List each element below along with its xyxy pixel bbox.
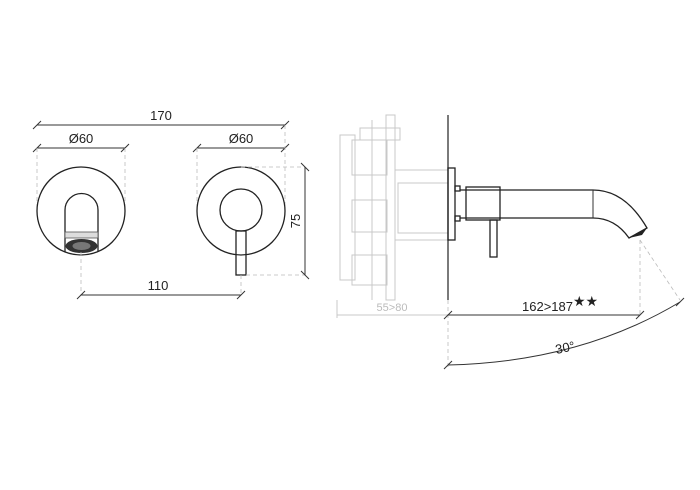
- dimension-height: 75: [241, 162, 310, 280]
- dimension-left-diameter: Ø60: [32, 131, 130, 210]
- spout-projection-label: 162>187★★: [522, 293, 598, 314]
- swivel-angle-label: 30°: [554, 338, 576, 357]
- dimension-spout-projection: 162>187★★: [443, 240, 645, 368]
- height-label: 75: [288, 214, 303, 228]
- side-view: 55>80 162>187★★ 30°: [336, 114, 685, 370]
- lever-handle: [235, 230, 247, 276]
- overall-width-label: 170: [150, 108, 172, 123]
- mixer-rosette: [196, 166, 286, 276]
- spout-rosette: [36, 166, 126, 256]
- spout: [447, 167, 648, 258]
- dimension-swivel-angle: 30°: [443, 239, 685, 370]
- right-diameter-label: Ø60: [229, 131, 254, 146]
- dimension-right-diameter: Ø60: [192, 125, 290, 210]
- front-view: 170 Ø60 Ø60: [32, 108, 310, 300]
- center-distance-label: 110: [148, 278, 169, 293]
- dimension-center-distance: 110: [76, 252, 246, 300]
- left-diameter-label: Ø60: [69, 131, 94, 146]
- side-lever: [489, 219, 498, 258]
- dimension-wall-depth: 55>80: [336, 300, 448, 318]
- concealed-valve-body: [339, 114, 449, 301]
- dimension-overall-width: 170: [32, 108, 290, 130]
- wall-depth-label: 55>80: [377, 302, 408, 314]
